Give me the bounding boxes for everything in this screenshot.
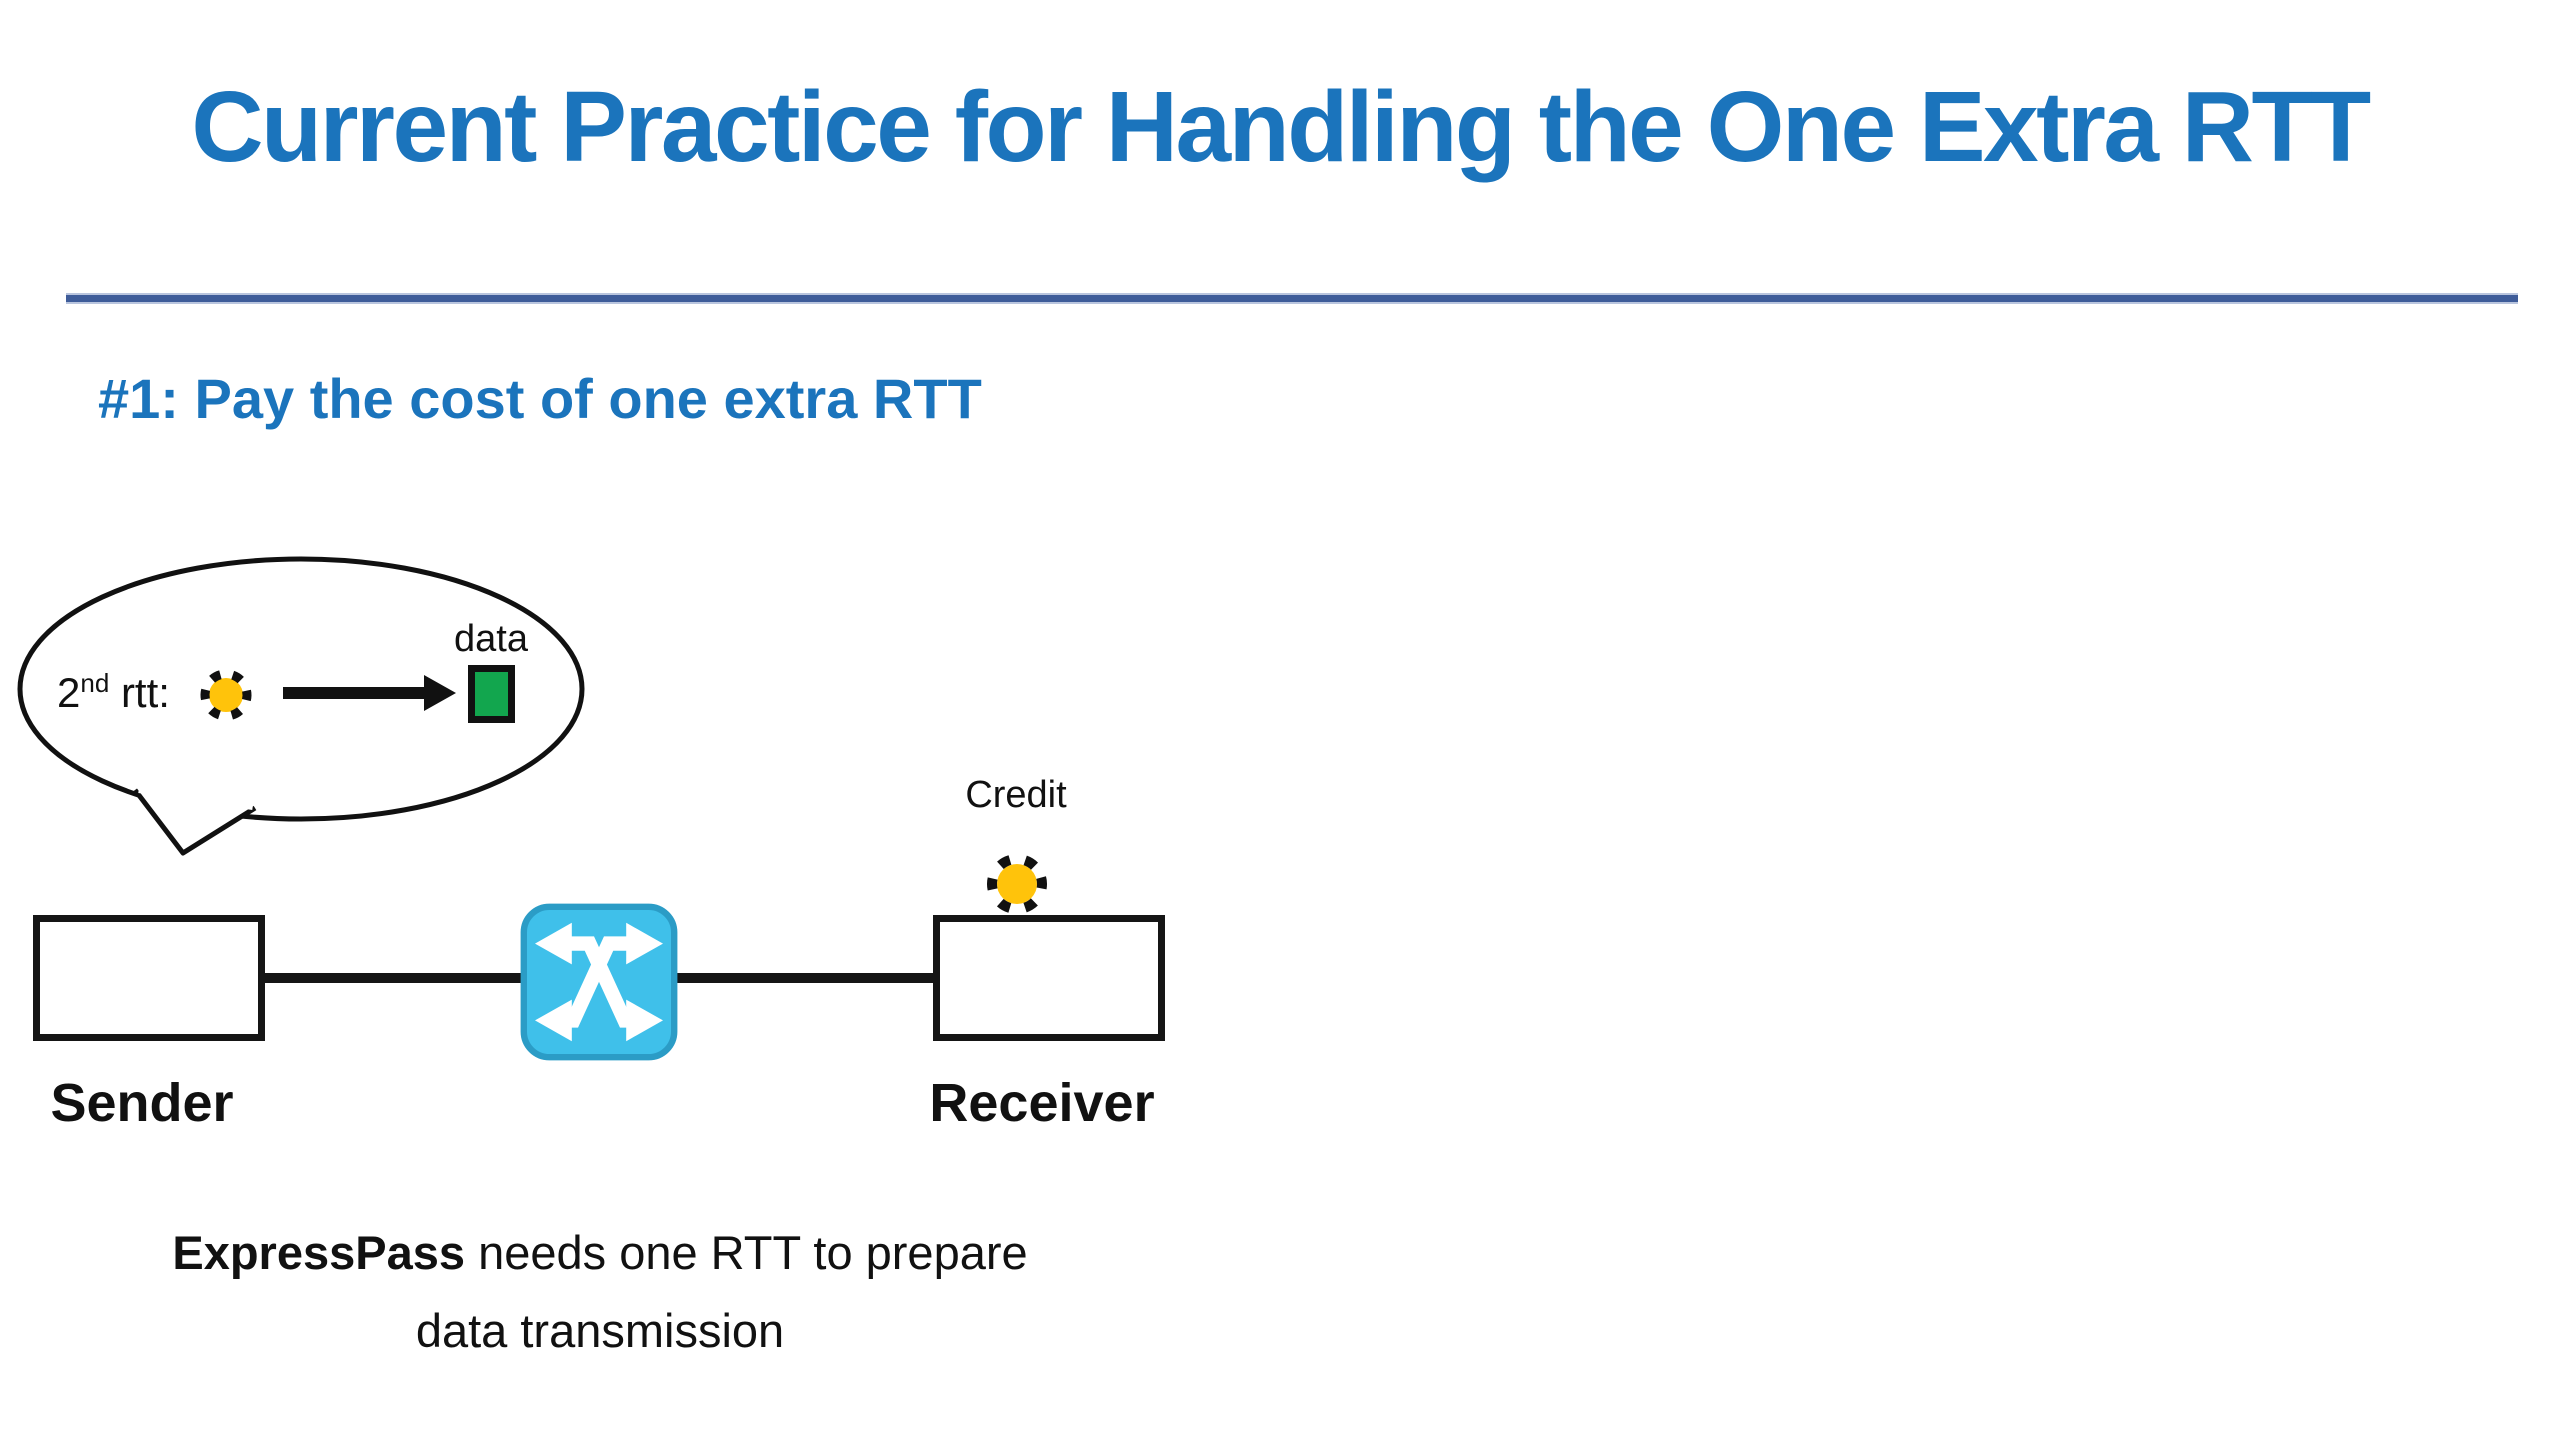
right-arrow-icon: [283, 687, 427, 699]
caption-line1-rest: needs one RTT to prepare: [465, 1226, 1028, 1279]
caption: ExpressPass needs one RTT to prepare dat…: [60, 1214, 1140, 1370]
receiver-box: [933, 915, 1165, 1041]
link-sender-switch: [262, 973, 522, 983]
right-arrow-head-icon: [424, 675, 456, 711]
data-packet: [468, 665, 515, 723]
link-switch-receiver: [674, 973, 937, 983]
data-label: data: [454, 618, 528, 660]
title-divider: [66, 295, 2518, 302]
caption-bold-expresspass: ExpressPass: [172, 1226, 466, 1279]
second-rtt-label: 2nd rtt:: [57, 668, 170, 716]
caption-line2: data transmission: [415, 1304, 785, 1357]
subtitle-option-1: #1: Pay the cost of one extra RTT: [98, 367, 982, 430]
slide-title: Current Practice for Handling the One Ex…: [191, 71, 2371, 183]
sender-label: Sender: [50, 1073, 234, 1133]
caption-line1: ExpressPass needs one RTT to prepare: [60, 1214, 1140, 1292]
credit-label: Credit: [965, 774, 1067, 816]
receiver-label: Receiver: [929, 1073, 1155, 1133]
network-switch-icon: [520, 903, 678, 1061]
credit-token-icon: [200, 669, 252, 721]
sender-box: [33, 915, 265, 1041]
credit-token-icon: [987, 854, 1047, 914]
